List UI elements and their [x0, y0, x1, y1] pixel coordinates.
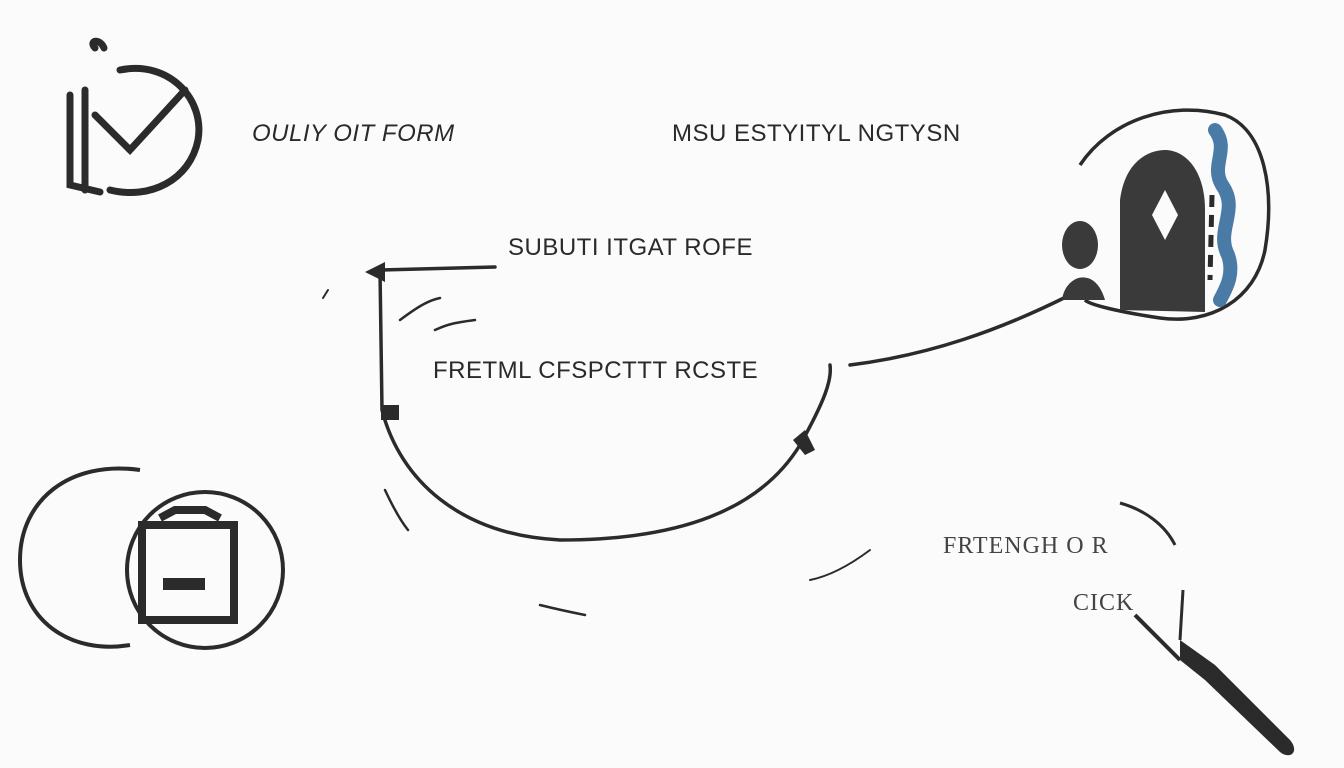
label-top-right: MSU ESTYITYL NGTYSN [672, 120, 961, 147]
label-bottom-right: FRTENGH O R [943, 533, 1109, 559]
label-quality-form: OULIY OIT FORM [252, 120, 455, 147]
flow-loop [322, 265, 1072, 617]
checkbox-check-icon [66, 37, 203, 197]
arrow-head-icon [365, 262, 385, 282]
label-click: CICK [1073, 590, 1135, 616]
user-profile-icon [1062, 108, 1271, 321]
flow-node-marker [381, 405, 399, 420]
arrow-head-icon [793, 430, 815, 455]
pen-cursor-icon [1119, 501, 1295, 756]
label-center: FRETML CFSPCTTT RCSTE [433, 357, 759, 384]
clipboard-minus-icon [17, 466, 285, 650]
label-submit: SUBUTI ITGAT ROFE [508, 234, 753, 261]
